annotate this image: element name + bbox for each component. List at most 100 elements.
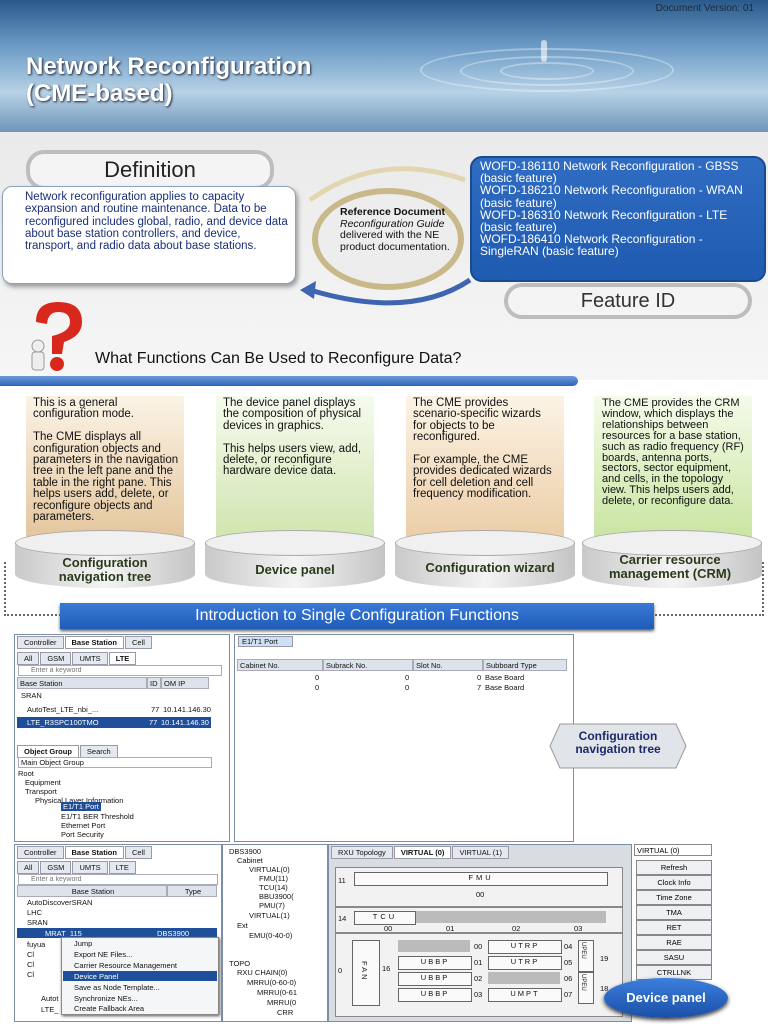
tab-cell[interactable]: Cell bbox=[124, 636, 152, 649]
tab-e1t1-port[interactable]: E1/T1 Port bbox=[238, 636, 293, 647]
function-panel-2 bbox=[216, 396, 374, 544]
rae-button[interactable]: RAE bbox=[636, 935, 712, 950]
tab-virtual-0[interactable]: VIRTUAL (0) bbox=[393, 846, 452, 859]
tree-node[interactable]: FMU(11) bbox=[259, 874, 289, 883]
menu-item-save-template[interactable]: Save as Node Template... bbox=[74, 983, 160, 992]
tma-button[interactable]: TMA bbox=[636, 905, 712, 920]
tab-controller[interactable]: Controller bbox=[17, 636, 64, 649]
column-header[interactable]: ID bbox=[147, 677, 161, 689]
table-cell: 0 bbox=[315, 683, 320, 692]
menu-item-device-panel[interactable]: Device Panel bbox=[74, 972, 119, 981]
column-header[interactable]: Cabinet No. bbox=[237, 659, 323, 671]
function-label-4: Carrier resource management (CRM) bbox=[608, 552, 732, 581]
tab-gsm[interactable]: GSM bbox=[40, 652, 72, 665]
tree-node-selected[interactable]: E1/T1 Port bbox=[61, 802, 101, 811]
tab-virtual-1[interactable]: VIRTUAL (1) bbox=[452, 846, 509, 859]
clock-info-button[interactable]: Clock Info bbox=[636, 875, 712, 890]
board-upeu[interactable]: UPEU bbox=[578, 940, 594, 972]
tree-node[interactable]: Transport bbox=[25, 787, 57, 796]
tree-node[interactable]: TCU(14) bbox=[259, 883, 288, 892]
tab-base-station[interactable]: Base Station bbox=[64, 846, 124, 859]
tree-node[interactable]: PMU(7) bbox=[259, 901, 285, 910]
menu-item-synchronize[interactable]: Synchronize NEs... bbox=[74, 994, 138, 1003]
tree-node[interactable]: E1/T1 BER Threshold bbox=[61, 812, 134, 821]
column-header[interactable]: Slot No. bbox=[413, 659, 483, 671]
virtual-select[interactable]: VIRTUAL (0) bbox=[634, 844, 712, 856]
tree-node[interactable]: Ethernet Port bbox=[61, 821, 106, 830]
tree-node[interactable]: VIRTUAL(0) bbox=[249, 865, 290, 874]
tab-all[interactable]: All bbox=[17, 652, 40, 665]
refresh-button[interactable]: Refresh bbox=[636, 860, 712, 875]
ret-button[interactable]: RET bbox=[636, 920, 712, 935]
station-row[interactable]: SRAN bbox=[27, 918, 48, 927]
station-row[interactable]: LHC bbox=[27, 908, 43, 917]
search-input[interactable] bbox=[18, 665, 222, 676]
board-ubbp[interactable]: UBBP bbox=[398, 956, 472, 970]
menu-item-export[interactable]: Export NE Files... bbox=[74, 950, 133, 959]
tab-all[interactable]: All bbox=[17, 861, 40, 874]
sasu-button[interactable]: SASU bbox=[636, 950, 712, 965]
station-row[interactable]: Cl bbox=[27, 950, 35, 959]
station-row[interactable]: Cl bbox=[27, 970, 35, 979]
tree-node[interactable]: EMU(0-40-0) bbox=[249, 931, 293, 940]
feature-item: WOFD-186310 Network Reconfiguration - LT… bbox=[480, 207, 728, 235]
station-row[interactable]: AutoDiscoverSRAN bbox=[27, 898, 93, 907]
menu-item-jump[interactable]: Jump bbox=[74, 939, 93, 948]
topo-node[interactable]: MRRU(0 bbox=[267, 998, 297, 1007]
tree-node[interactable]: Cabinet bbox=[237, 856, 263, 865]
station-row[interactable]: Autot bbox=[41, 994, 59, 1003]
board-fmu[interactable]: FMU bbox=[354, 872, 608, 886]
tab-umts[interactable]: UMTS bbox=[72, 861, 108, 874]
tab-search[interactable]: Search bbox=[79, 745, 118, 758]
column-header[interactable]: Base Station bbox=[17, 885, 167, 897]
tree-node[interactable]: Port Security bbox=[61, 830, 104, 839]
group-select[interactable]: Main Object Group bbox=[18, 757, 212, 768]
time-zone-button[interactable]: Time Zone bbox=[636, 890, 712, 905]
station-row[interactable]: fuyua bbox=[27, 940, 46, 949]
menu-item-fallback[interactable]: Create Fallback Area bbox=[74, 1004, 145, 1013]
board-ubbp[interactable]: UBBP bbox=[398, 972, 472, 986]
tab-lte[interactable]: LTE bbox=[108, 861, 136, 874]
tree-row[interactable]: SRAN bbox=[21, 691, 42, 700]
tree-node[interactable]: Equipment bbox=[25, 778, 61, 787]
board-ubbp[interactable]: UBBP bbox=[398, 988, 472, 1002]
reference-guide-name: Reconfiguration Guide bbox=[340, 217, 445, 230]
reference-title: Reference Document bbox=[340, 206, 446, 218]
tree-node[interactable]: Ext bbox=[237, 921, 248, 930]
board-tcu[interactable]: TCU bbox=[354, 911, 416, 925]
selected-row[interactable]: MRAT_115 DBS3900 bbox=[17, 928, 217, 938]
column-header[interactable]: Base Station bbox=[17, 677, 147, 689]
tree-node[interactable]: DBS3900 bbox=[229, 847, 262, 856]
column-header[interactable]: OM IP bbox=[161, 677, 209, 689]
column-header[interactable]: Subrack No. bbox=[323, 659, 413, 671]
column-header[interactable]: Subboard Type bbox=[483, 659, 567, 671]
tree-node[interactable]: Root bbox=[18, 769, 34, 778]
topo-node[interactable]: MRRU(0-60-0) bbox=[247, 978, 297, 987]
tab-base-station[interactable]: Base Station bbox=[64, 636, 124, 649]
tab-umts[interactable]: UMTS bbox=[72, 652, 108, 665]
station-row[interactable]: Cl bbox=[27, 960, 35, 969]
tab-controller[interactable]: Controller bbox=[17, 846, 64, 859]
tree-node[interactable]: Physical Layer Information bbox=[35, 796, 124, 805]
board-utrp[interactable]: UTRP bbox=[488, 940, 562, 954]
topo-node[interactable]: MRRU(0-61 bbox=[257, 988, 298, 997]
tab-gsm[interactable]: GSM bbox=[40, 861, 72, 874]
tab-cell[interactable]: Cell bbox=[124, 846, 152, 859]
topo-node[interactable]: CRR bbox=[277, 1008, 294, 1017]
topo-node[interactable]: TOPO bbox=[229, 959, 251, 968]
board-utrp[interactable]: UTRP bbox=[488, 956, 562, 970]
tree-node[interactable]: VIRTUAL(1) bbox=[249, 911, 290, 920]
board-umpt[interactable]: UMPT bbox=[488, 988, 562, 1002]
tree-node[interactable]: BBU3900( bbox=[259, 892, 294, 901]
column-header[interactable]: Type bbox=[167, 885, 217, 897]
board-fan[interactable]: FAN bbox=[352, 940, 380, 1006]
tab-lte[interactable]: LTE bbox=[108, 652, 137, 665]
search-input[interactable] bbox=[18, 874, 218, 885]
board-upeu[interactable]: UPEU bbox=[578, 972, 594, 1004]
station-row[interactable]: LTE_ bbox=[41, 1005, 59, 1014]
selected-row[interactable]: LTE_R3SPC100TMO 77 10.141.146.30 bbox=[17, 717, 211, 728]
menu-item-crm[interactable]: Carrier Resource Management bbox=[74, 961, 177, 970]
tab-rxu-topology[interactable]: RXU Topology bbox=[331, 846, 393, 859]
topo-node[interactable]: RXU CHAIN(0) bbox=[237, 968, 288, 977]
tree-row[interactable]: AutoTest_LTE_nbi_... bbox=[27, 705, 98, 714]
